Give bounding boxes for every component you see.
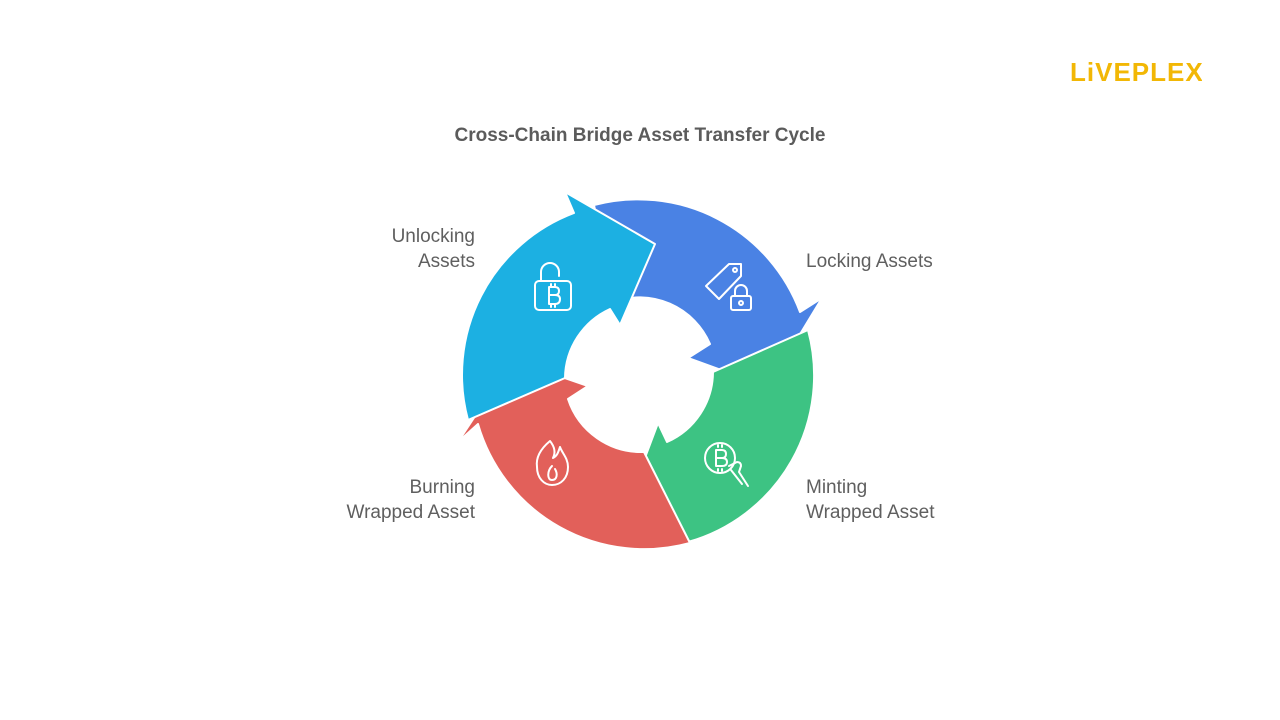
label-minting-wrapped-asset: Minting Wrapped Asset xyxy=(806,475,935,525)
bitcoin-unlock-icon xyxy=(534,262,572,311)
diagram-title: Cross-Chain Bridge Asset Transfer Cycle xyxy=(454,125,826,146)
label-line: Wrapped Asset xyxy=(806,502,935,523)
label-line: Unlocking xyxy=(391,226,475,247)
flame-icon xyxy=(535,440,569,486)
label-line: Burning xyxy=(409,477,476,498)
label-line: Assets xyxy=(417,251,475,272)
logo-text: LiVEPLEX xyxy=(1070,57,1202,87)
segment-unlocking-assets xyxy=(461,191,656,421)
label-line: Locking Assets xyxy=(806,251,933,272)
label-unlocking-assets: Unlocking Assets xyxy=(392,224,475,274)
liveplex-logo: LiVEPLEX xyxy=(1070,57,1202,87)
hand-bitcoin-icon xyxy=(704,442,749,487)
label-locking-assets: Locking Assets xyxy=(806,249,933,274)
label-line: Minting xyxy=(806,477,868,498)
label-line: Wrapped Asset xyxy=(346,502,475,523)
label-burning-wrapped-asset: Burning Wrapped Asset xyxy=(346,475,475,525)
tag-lock-icon xyxy=(705,263,752,311)
segment-burning-wrapped-asset xyxy=(457,359,691,551)
